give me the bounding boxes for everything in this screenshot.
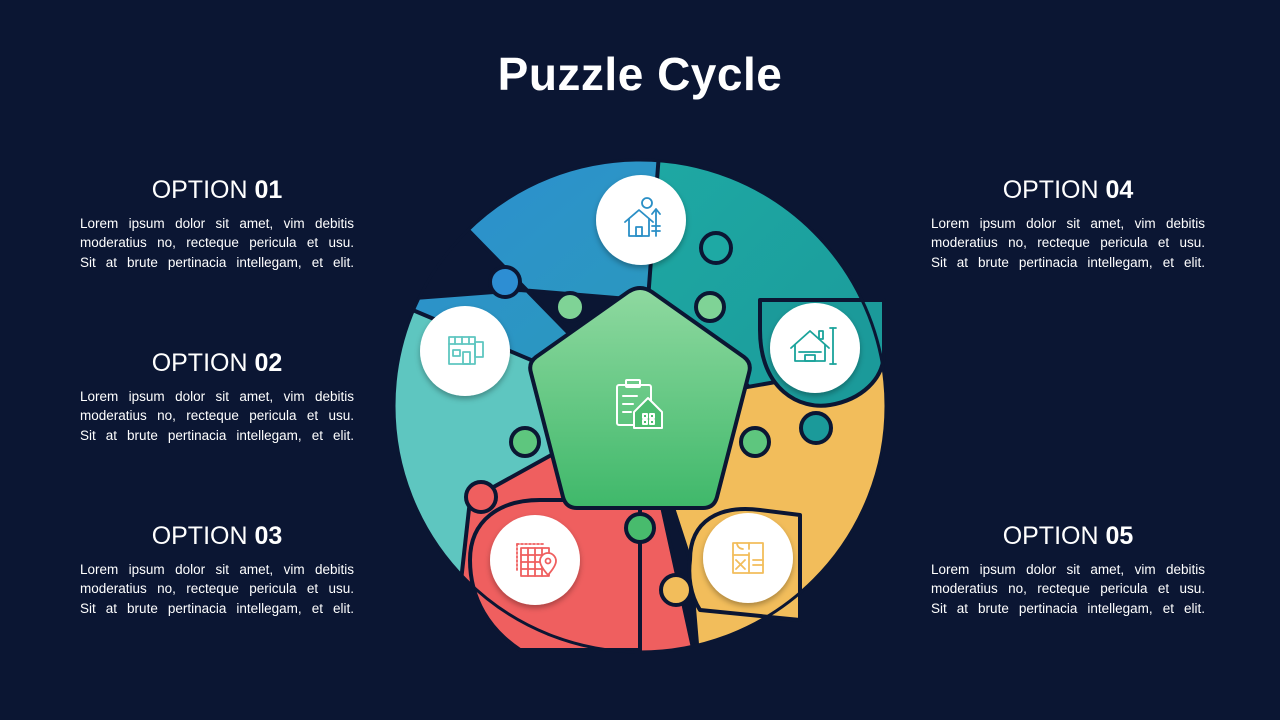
option-03-number: 03 — [254, 522, 283, 550]
option-04: OPTION 04 Lorem ipsum dolor sit amet, vi… — [931, 176, 1205, 272]
option-01: OPTION 01 Lorem ipsum dolor sit amet, vi… — [80, 176, 354, 272]
option-05-line-1: Lorem ipsum dolor sit amet, vim debitis — [931, 562, 1205, 577]
page-title: Puzzle Cycle — [497, 48, 783, 100]
option-02-text: Lorem ipsum dolor sit amet, vim debitis … — [80, 387, 354, 445]
option-03-heading: OPTION 03 — [80, 522, 354, 550]
puzzle-knob-blue — [699, 231, 733, 265]
option-02-heading: OPTION 02 — [80, 349, 354, 377]
option-05-label: OPTION — [1002, 522, 1099, 550]
map-pin-grid-icon — [516, 543, 557, 577]
option-01-icon-circle — [596, 175, 686, 265]
option-05-heading: OPTION 05 — [931, 522, 1205, 550]
option-03: OPTION 03 Lorem ipsum dolor sit amet, vi… — [80, 522, 354, 618]
option-04-icon-circle — [770, 303, 860, 393]
center-knob-bottom — [624, 512, 656, 544]
center-knob-left — [509, 426, 541, 458]
center-piece — [509, 286, 771, 544]
option-03-line-1: Lorem ipsum dolor sit amet, vim debitis — [80, 562, 354, 577]
option-04-label: OPTION — [1002, 176, 1099, 204]
option-02-line-2: moderatius no, recteque pericula et usu. — [80, 408, 354, 424]
option-02-label: OPTION — [151, 349, 248, 377]
option-04-number: 04 — [1105, 176, 1134, 204]
puzzle-knob-red — [464, 480, 498, 514]
option-04-line-1: Lorem ipsum dolor sit amet, vim debitis — [931, 216, 1205, 231]
option-03-line-3: Sit at brute pertinacia intellegam, et e… — [80, 600, 354, 616]
option-05-line-2: moderatius no, recteque pericula et usu. — [931, 581, 1205, 597]
option-01-heading: OPTION 01 — [80, 176, 354, 204]
option-04-text: Lorem ipsum dolor sit amet, vim debitis … — [931, 214, 1205, 272]
option-02-line-1: Lorem ipsum dolor sit amet, vim debitis — [80, 389, 354, 404]
option-01-line-2: moderatius no, recteque pericula et usu. — [80, 235, 354, 251]
puzzle-knob-teal-light — [488, 265, 522, 299]
option-04-heading: OPTION 04 — [931, 176, 1205, 204]
center-pentagon — [528, 286, 752, 510]
option-03-line-2: moderatius no, recteque pericula et usu. — [80, 581, 354, 597]
floor-plan-icon — [732, 542, 764, 574]
option-02-line-3: Sit at brute pertinacia intellegam, et e… — [80, 427, 354, 443]
option-01-number: 01 — [254, 176, 283, 204]
center-knob-right — [739, 426, 771, 458]
option-05-line-3: Sit at brute pertinacia intellegam, et e… — [931, 600, 1205, 616]
option-02-number: 02 — [254, 349, 283, 377]
option-04-line-3: Sit at brute pertinacia intellegam, et e… — [931, 254, 1205, 270]
puzzle-outline — [392, 158, 888, 654]
option-01-line-3: Sit at brute pertinacia intellegam, et e… — [80, 254, 354, 270]
option-02-icon-circle — [420, 306, 510, 396]
option-04-line-2: moderatius no, recteque pericula et usu. — [931, 235, 1205, 251]
puzzle-knob-teal-dark — [799, 411, 833, 445]
clipboard-house-icon — [616, 379, 663, 429]
option-05-icon-circle — [703, 513, 793, 603]
option-02: OPTION 02 Lorem ipsum dolor sit amet, vi… — [80, 349, 354, 445]
option-03-text: Lorem ipsum dolor sit amet, vim debitis … — [80, 560, 354, 618]
option-01-line-1: Lorem ipsum dolor sit amet, vim debitis — [80, 216, 354, 231]
option-05-text: Lorem ipsum dolor sit amet, vim debitis … — [931, 560, 1205, 618]
option-05: OPTION 05 Lorem ipsum dolor sit amet, vi… — [931, 522, 1205, 618]
option-01-label: OPTION — [151, 176, 248, 204]
house-growth-icon — [624, 197, 661, 237]
option-01-text: Lorem ipsum dolor sit amet, vim debitis … — [80, 214, 354, 272]
option-05-number: 05 — [1105, 522, 1134, 550]
house-measure-icon — [790, 327, 837, 365]
storefront-icon — [448, 336, 484, 365]
option-03-label: OPTION — [151, 522, 248, 550]
center-knob-top-right — [694, 291, 726, 323]
center-knob-top-left — [554, 291, 586, 323]
puzzle-knob-yellow — [659, 573, 693, 607]
